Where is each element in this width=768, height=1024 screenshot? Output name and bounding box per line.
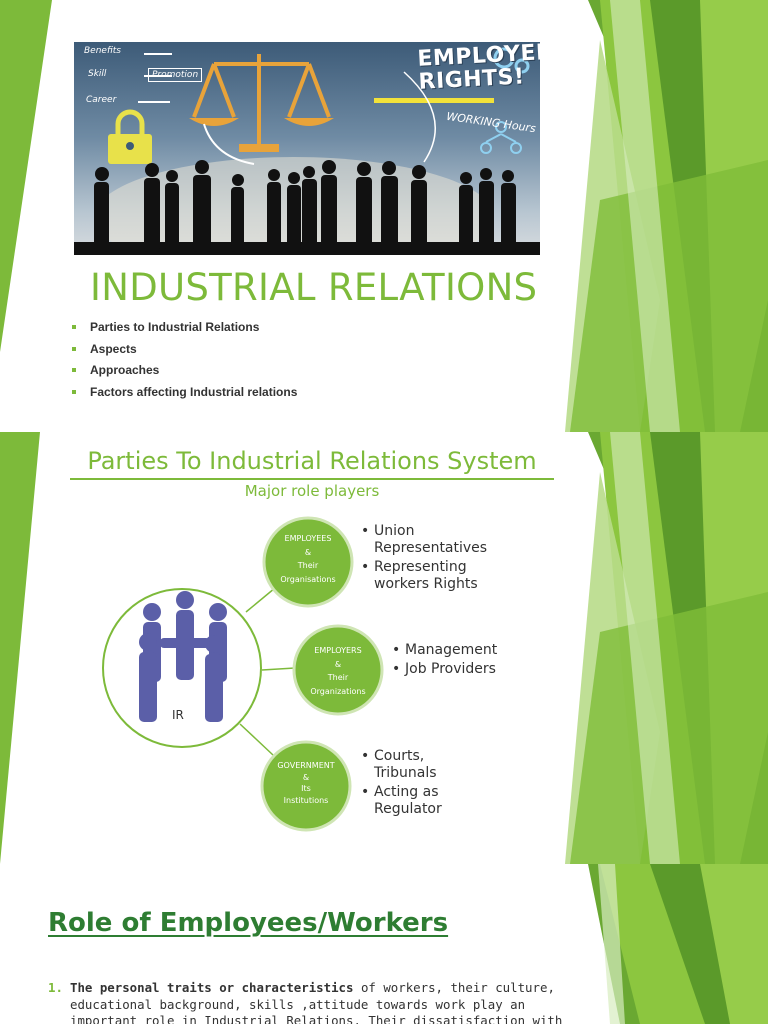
slide-industrial-relations: EMPLOYEE RIGHTS! WORKING Hours Benefits … <box>0 0 768 432</box>
point-item: Job Providers <box>392 661 532 678</box>
hero-image-employee-rights: EMPLOYEE RIGHTS! WORKING Hours Benefits … <box>74 42 540 255</box>
slide-role-of-employees: Role of Employees/Workers 1. The persona… <box>0 864 768 1024</box>
point-item: Representing workers Rights <box>361 559 501 593</box>
employers-points: Management Job Providers <box>392 642 532 680</box>
topic-item-label: Aspects <box>90 341 137 356</box>
role-players-diagram <box>102 516 384 832</box>
circle-label-line: Their <box>327 673 349 682</box>
green-decor-shapes <box>0 0 768 432</box>
employees-points: Union Representatives Representing worke… <box>361 523 501 595</box>
team-people-icon <box>139 591 227 722</box>
hero-label-skill: Skill <box>88 69 107 79</box>
slide-title: Role of Employees/Workers <box>48 908 449 938</box>
hero-illustration <box>74 47 540 255</box>
circle-label-line: GOVERNMENT <box>277 761 335 770</box>
topic-item: Approaches <box>72 363 297 385</box>
government-circle <box>260 740 352 832</box>
employers-circle <box>292 624 384 716</box>
hero-title: EMPLOYEE RIGHTS! <box>416 42 540 95</box>
role-item: 1. The personal traits or characteristic… <box>48 980 568 1024</box>
slide-title: Parties To Industrial Relations System <box>70 446 554 480</box>
topic-item-label: Factors affecting Industrial relations <box>90 384 298 399</box>
hero-label-benefits: Benefits <box>84 46 121 56</box>
circle-label-line: EMPLOYERS <box>314 646 362 655</box>
government-points: Courts, Tribunals Acting as Regulator <box>361 748 471 820</box>
slide-title: INDUSTRIAL RELATIONS <box>90 266 538 309</box>
topic-item: Factors affecting Industrial relations <box>72 385 297 407</box>
topic-item: Aspects <box>72 342 297 364</box>
topic-item: Parties to Industrial Relations <box>72 320 297 342</box>
lock-icon <box>108 109 152 164</box>
point-item: Acting as Regulator <box>361 784 471 818</box>
employees-circle <box>262 516 354 608</box>
circle-label-line: Institutions <box>283 795 329 805</box>
circle-label-line: & <box>334 659 342 669</box>
people-silhouettes <box>74 160 540 255</box>
circle-label-line: EMPLOYEES <box>284 534 332 543</box>
circle-label-line: Organisations <box>280 574 336 584</box>
government-circle-label: GOVERNMENT & Its Institutions <box>262 760 350 806</box>
hero-label-career: Career <box>86 95 117 105</box>
circle-label-line: & <box>302 772 310 782</box>
bullet-marker <box>72 389 76 394</box>
topic-item-label: Approaches <box>90 363 160 377</box>
hero-label-promotion: Promotion <box>148 68 203 82</box>
bullet-marker <box>72 346 76 351</box>
slide-subtitle: Major role players <box>244 482 380 500</box>
circle-label-line: Its <box>301 784 311 793</box>
role-item-bold: The personal traits or characteristics <box>70 980 354 995</box>
point-item: Management <box>392 642 532 659</box>
green-decor-shapes <box>0 432 768 864</box>
scale-icon <box>192 54 331 147</box>
role-item-text: of workers, their culture, educational b… <box>70 980 563 1024</box>
gear-icon <box>493 47 515 69</box>
role-item-body: The personal traits or characteristics o… <box>48 980 568 1024</box>
employers-circle-label: EMPLOYERS & Their Organizations <box>294 644 382 698</box>
employees-circle-label: EMPLOYEES & Their Organisations <box>264 532 352 586</box>
slide-parties: Parties To Industrial Relations System M… <box>0 432 768 864</box>
green-decor-shapes <box>588 864 768 1024</box>
circle-label-line: & <box>304 547 312 557</box>
ir-label: IR <box>172 708 184 722</box>
role-item-number: 1. <box>48 980 63 995</box>
circle-label-line: Organizations <box>310 686 366 696</box>
bullet-marker <box>72 368 76 372</box>
bullet-marker <box>72 325 76 329</box>
topic-item-label: Parties to Industrial Relations <box>90 320 260 334</box>
circle-label-line: Their <box>297 561 319 570</box>
point-item: Courts, Tribunals <box>361 748 471 782</box>
point-item: Union Representatives <box>361 523 501 557</box>
topic-list: Parties to Industrial Relations Aspects … <box>72 320 297 406</box>
people-hierarchy-icon <box>480 121 522 154</box>
